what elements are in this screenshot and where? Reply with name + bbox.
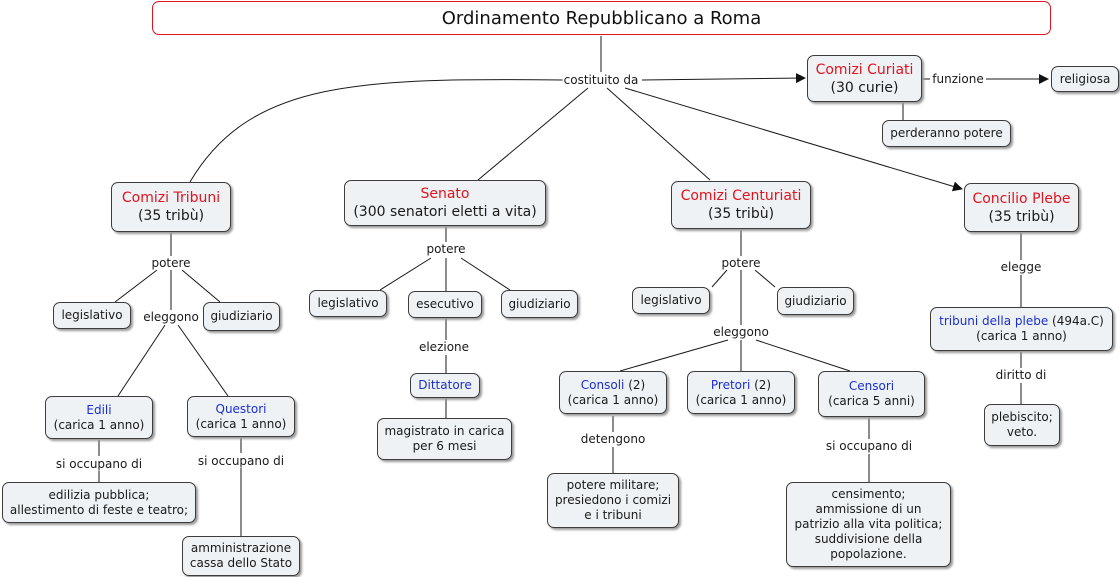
node-name-line: Pretori (2) — [711, 378, 771, 393]
node-line: allestimento di feste e teatro; — [9, 502, 189, 517]
node-detail: (carica 1 anno) — [976, 329, 1067, 343]
node-detail: (30 curie) — [830, 79, 899, 96]
node-name: Questori — [215, 401, 267, 416]
node-tribuni-plebe[interactable]: tribuni della plebe (494a.C) (carica 1 a… — [930, 307, 1113, 351]
node-line: e i tribuni — [584, 508, 642, 522]
node-comizi-centuriati[interactable]: Comizi Centuriati (35 tribù) — [671, 181, 811, 229]
node-questori[interactable]: Questori (carica 1 anno) — [187, 396, 295, 437]
node-text: legislativo — [317, 296, 379, 310]
node-dittatore[interactable]: Dittatore — [410, 373, 480, 398]
node-comizi-tribuni[interactable]: Comizi Tribuni (35 tribù) — [111, 182, 231, 232]
node-giudiziario-centuriati[interactable]: giudiziario — [777, 287, 854, 315]
node-detail: (carica 1 anno) — [695, 392, 787, 407]
link-eleggono-tribuni: eleggono — [142, 310, 200, 324]
node-line: cassa dello Stato — [189, 556, 293, 570]
node-plebiscito[interactable]: plebiscito; veto. — [984, 404, 1060, 446]
node-name-line: tribuni della plebe (494a.C) — [939, 314, 1104, 329]
node-senato[interactable]: Senato (300 senatori eletti a vita) — [344, 180, 546, 226]
node-text: legislativo — [61, 308, 123, 322]
node-name-line: Consoli (2) — [581, 378, 645, 393]
link-funzione: funzione — [931, 72, 985, 86]
node-text: giudiziario — [508, 296, 571, 311]
link-potere-tribuni: potere — [150, 256, 192, 270]
node-text: perderanno potere — [890, 126, 1003, 140]
node-line: censimento; — [831, 487, 906, 501]
node-text: legislativo — [640, 293, 702, 307]
node-text: giudiziario — [210, 309, 273, 323]
node-line: magistrato in carica — [384, 424, 505, 438]
node-censori[interactable]: Censori (carica 5 anni) — [818, 371, 925, 417]
link-si-occupano-questori: si occupano di — [196, 454, 286, 468]
node-esecutivo[interactable]: esecutivo — [408, 291, 482, 318]
node-detail: (35 tribù) — [988, 208, 1055, 225]
node-legislativo-tribuni[interactable]: legislativo — [53, 302, 131, 329]
node-line: presiedono i comizi — [554, 493, 672, 507]
node-line: plebiscito; — [991, 410, 1053, 424]
node-legislativo-senato[interactable]: legislativo — [309, 290, 387, 317]
node-edilizia[interactable]: edilizia pubblica; allestimento di feste… — [2, 482, 196, 523]
node-name: Censori — [848, 379, 895, 393]
node-giudiziario-senato[interactable]: giudiziario — [501, 290, 578, 318]
node-censimento[interactable]: censimento; ammissione di un patrizio al… — [786, 482, 951, 567]
node-text: giudiziario — [784, 293, 847, 308]
link-elegge: elegge — [999, 260, 1043, 274]
node-line: ammissione di un — [815, 502, 922, 516]
node-detail: (carica 1 anno) — [53, 417, 145, 432]
node-religiosa[interactable]: religiosa — [1051, 66, 1119, 92]
link-elezione: elezione — [417, 340, 471, 354]
node-count: (2) — [624, 377, 646, 392]
map-title: Ordinamento Repubblicano a Roma — [152, 1, 1051, 35]
node-name: Concilio Plebe — [972, 190, 1071, 207]
node-name: Comizi Tribuni — [121, 190, 221, 206]
node-comizi-curiati[interactable]: Comizi Curiati (30 curie) — [807, 55, 922, 102]
link-eleggono-centuriati: eleggono — [712, 325, 770, 339]
node-edili[interactable]: Edili (carica 1 anno) — [45, 396, 153, 439]
node-legislativo-centuriati[interactable]: legislativo — [632, 287, 710, 314]
node-magistrato[interactable]: magistrato in carica per 6 mesi — [377, 418, 512, 460]
node-line: per 6 mesi — [412, 439, 477, 453]
node-line: veto. — [1006, 425, 1038, 439]
node-line: popolazione. — [830, 547, 907, 561]
link-diritto-di: diritto di — [994, 368, 1048, 382]
link-si-occupano-censori: si occupano di — [824, 439, 914, 453]
node-line: amministrazione — [190, 541, 292, 555]
node-line: patrizio alla vita politica; — [794, 517, 943, 531]
node-detail: (carica 5 anni) — [828, 394, 915, 408]
link-potere-senato: potere — [425, 242, 467, 256]
node-detail: (300 senatori eletti a vita) — [353, 204, 537, 220]
node-perderanno-potere[interactable]: perderanno potere — [882, 120, 1011, 147]
node-name: Pretori — [710, 377, 751, 392]
node-detail: (35 tribù) — [137, 208, 205, 224]
node-name: Senato — [420, 186, 470, 202]
node-text: religiosa — [1059, 71, 1111, 86]
node-detail: (carica 1 anno) — [567, 392, 659, 407]
node-count: (2) — [750, 377, 772, 392]
node-line: edilizia pubblica; — [48, 487, 150, 502]
link-detengono: detengono — [579, 432, 647, 446]
node-detail: (35 tribù) — [707, 206, 775, 222]
node-potere-militare[interactable]: potere militare; presiedono i comizi e i… — [547, 473, 679, 528]
node-consoli[interactable]: Consoli (2) (carica 1 anno) — [559, 371, 667, 414]
node-name: Edili — [86, 402, 112, 417]
node-pretori[interactable]: Pretori (2) (carica 1 anno) — [687, 371, 795, 414]
node-concilio-plebe[interactable]: Concilio Plebe (35 tribù) — [964, 183, 1079, 232]
node-name: Dittatore — [418, 378, 472, 392]
node-name: Comizi Centuriati — [680, 188, 802, 204]
node-line: suddivisione della — [814, 532, 923, 546]
node-year: (494a.C) — [1048, 314, 1104, 328]
node-name: Consoli — [580, 377, 625, 392]
node-line: potere militare; — [566, 478, 660, 492]
link-si-occupano-edili: si occupano di — [54, 457, 144, 471]
node-text: esecutivo — [416, 297, 474, 311]
node-detail: (carica 1 anno) — [195, 416, 287, 431]
link-potere-centuriati: potere — [720, 256, 762, 270]
node-name: Comizi Curiati — [815, 61, 914, 78]
node-name: tribuni della plebe — [939, 314, 1049, 328]
link-costituito-da: costituito da — [562, 73, 640, 87]
node-giudiziario-tribuni[interactable]: giudiziario — [203, 302, 280, 331]
node-amministrazione[interactable]: amministrazione cassa dello Stato — [182, 536, 300, 576]
